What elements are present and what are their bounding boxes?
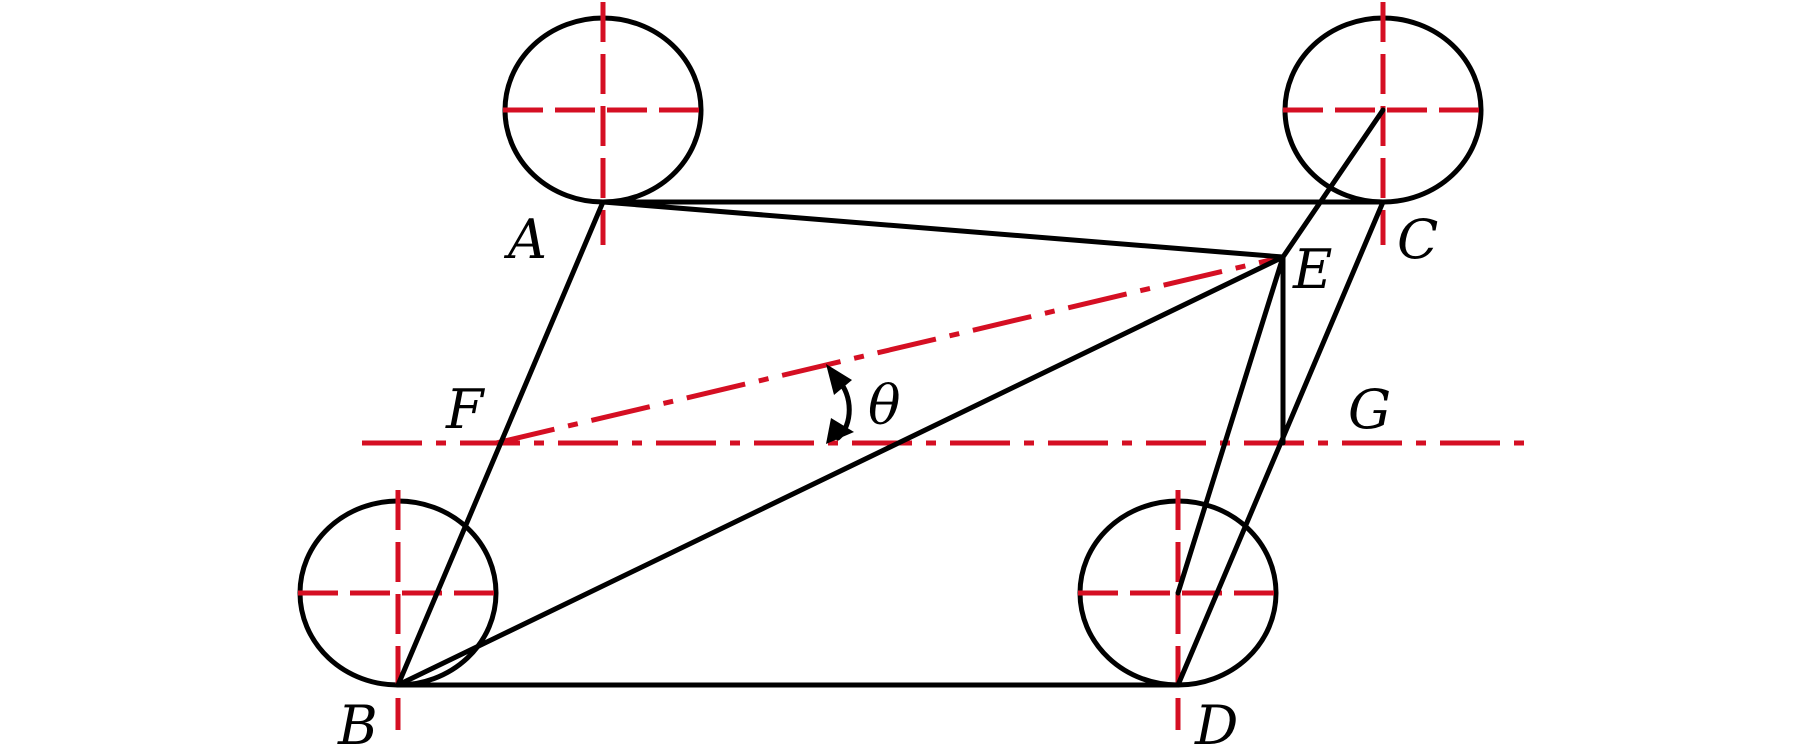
label-c: C bbox=[1397, 208, 1438, 271]
link-a-e bbox=[600, 199, 1286, 260]
link-b-e bbox=[395, 254, 1286, 688]
theta-arrowhead-top bbox=[826, 364, 852, 395]
label-b: B bbox=[337, 694, 378, 747]
link-e-wheel-c-center bbox=[1280, 107, 1386, 260]
line-f-e bbox=[495, 254, 1284, 446]
label-theta: θ bbox=[868, 374, 901, 437]
theta-angle-arrow bbox=[826, 364, 854, 444]
center-lines bbox=[362, 254, 1528, 446]
label-a: A bbox=[503, 208, 547, 271]
wheel-crosshairs bbox=[298, 2, 1485, 730]
link-e-wheel-d-center bbox=[1175, 254, 1286, 596]
theta-arrowhead-bottom bbox=[826, 418, 854, 444]
link-a-b bbox=[395, 199, 606, 688]
label-e: E bbox=[1292, 238, 1332, 301]
label-g: G bbox=[1348, 378, 1391, 441]
label-d: D bbox=[1194, 694, 1238, 747]
linkage bbox=[395, 107, 1386, 688]
label-f: F bbox=[445, 378, 486, 441]
link-c-d bbox=[1175, 199, 1386, 688]
